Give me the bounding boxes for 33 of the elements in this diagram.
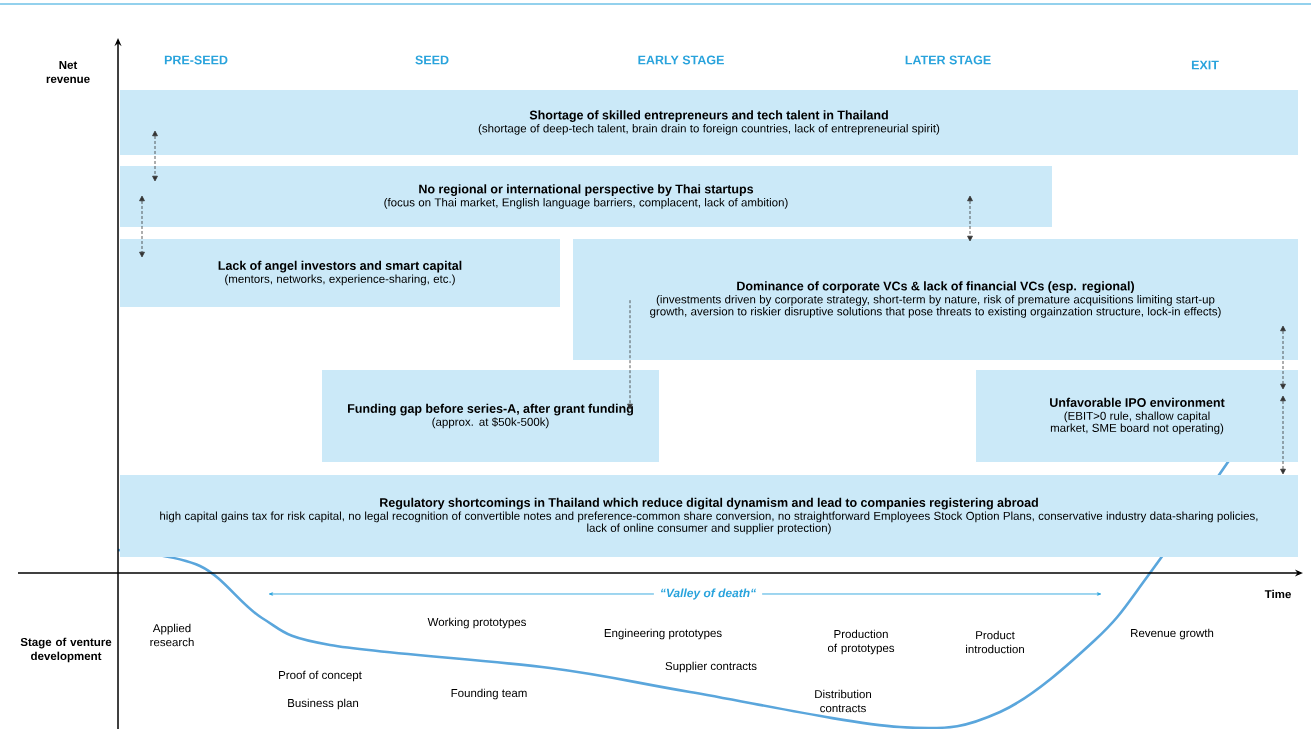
stage-heading: EXIT bbox=[1191, 60, 1219, 70]
stage-label: Founding team bbox=[451, 688, 527, 700]
barrier-box: Dominance of corporate VCs & lack of financial VCs (esp. regional) (investments driven by corporate strategy, short-term by nature, risk of premature acquisitions limiting start-up growth, aversion to riskier disruptive solutions that pose threats to existing orgainzation structure, lock-in effects) bbox=[573, 239, 1298, 360]
axis-label: Net revenue bbox=[46, 61, 90, 83]
stage-label: Production of prototypes bbox=[827, 629, 895, 655]
dotted-arrow bbox=[139, 195, 145, 258]
dotted-arrow bbox=[152, 130, 158, 182]
dotted-arrow bbox=[1280, 395, 1286, 475]
stage-heading: EARLY STAGE bbox=[638, 55, 724, 65]
barrier-box: No regional or international perspective by Thai startups (focus on Thai market, English language barriers, complacent, lack of ambition) bbox=[120, 166, 1052, 227]
range-label: “Valley of death“ bbox=[653, 587, 763, 601]
barrier-box: Funding gap before series-A, after grant funding (approx. at $50k-500k) bbox=[322, 370, 659, 462]
barrier-box: Regulatory shortcomings in Thailand which reduce digital dynamism and lead to companies registering abroad high capital gains tax for risk capital, no legal recognition of convertible notes and preference-common share conversion, no straightforward Employees Stock Option Plans, conservative industry data-sharing policies, lack of online consumer and supplier protection) bbox=[120, 475, 1298, 557]
stage-label: Applied research bbox=[150, 623, 194, 647]
stage-label: Engineering prototypes bbox=[604, 628, 722, 640]
barrier-box: Lack of angel investors and smart capital (mentors, networks, experience-sharing, etc.) bbox=[120, 239, 560, 307]
stage-label: Working prototypes bbox=[427, 617, 526, 629]
stage-label: Supplier contracts bbox=[665, 661, 757, 673]
axis-label: Stage of venture development bbox=[20, 637, 112, 663]
dotted-arrow bbox=[967, 195, 973, 242]
stage-heading: SEED bbox=[415, 55, 449, 65]
stage-label: Proof of concept bbox=[279, 670, 362, 682]
dotted-arrow bbox=[1280, 325, 1286, 390]
stage-label: Distribution contracts bbox=[815, 689, 871, 713]
stage-label: Product introduction bbox=[966, 630, 1024, 654]
dotted-arrow bbox=[627, 299, 633, 410]
stage-heading: PRE-SEED bbox=[164, 55, 228, 65]
stage-label: Business plan bbox=[288, 698, 359, 710]
stage-label: Revenue growth bbox=[1131, 628, 1214, 640]
axis-label: Time bbox=[1264, 589, 1291, 599]
stage-heading: LATER STAGE bbox=[905, 55, 991, 65]
barrier-box: Unfavorable IPO environment (EBIT>0 rule, shallow capital market, SME board not operating) bbox=[976, 370, 1298, 462]
barrier-box: Shortage of skilled entrepreneurs and tech talent in Thailand (shortage of deep-tech talent, brain drain to foreign countries, lack of entrepreneurial spirit) bbox=[120, 90, 1298, 155]
